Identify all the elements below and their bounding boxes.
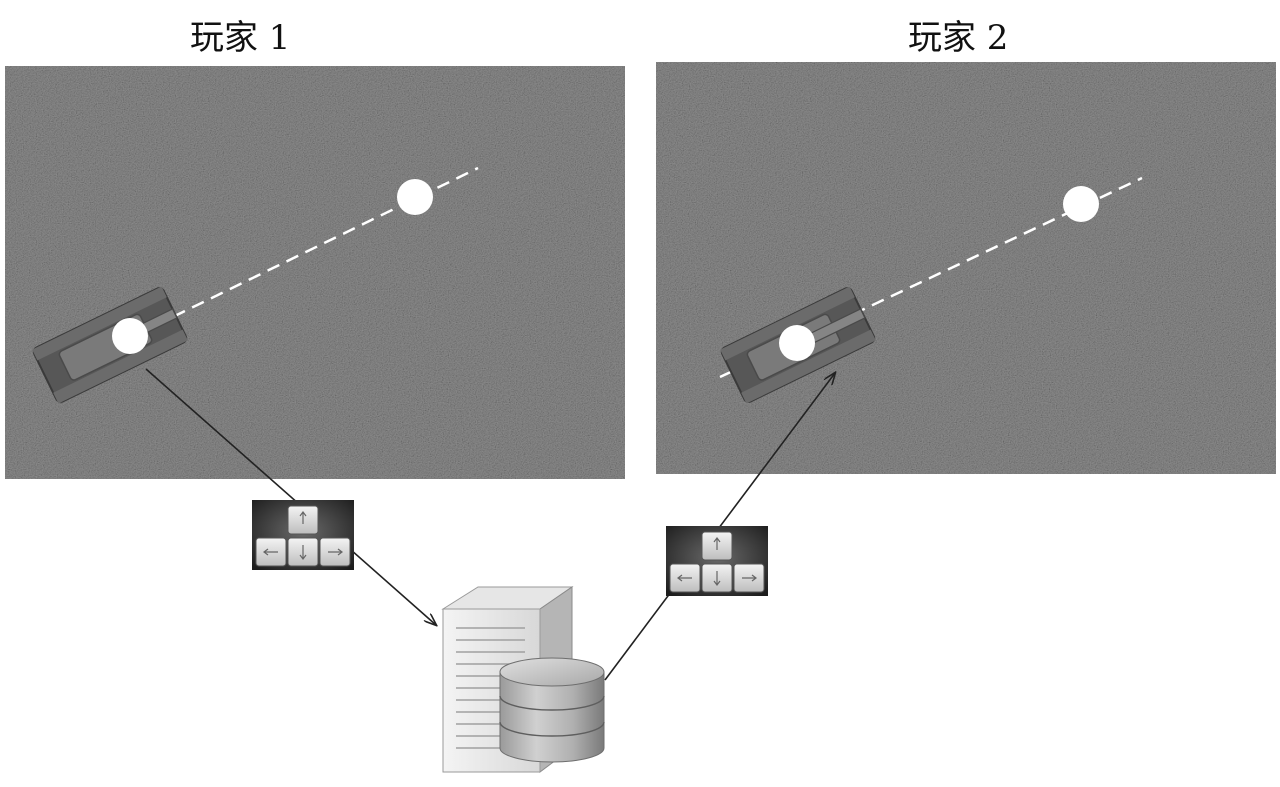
player-2-view — [656, 62, 1276, 474]
arrow-keys-icon — [666, 526, 768, 596]
player-1-view — [5, 66, 625, 479]
player-2-position-marker — [779, 325, 815, 361]
player-1-position-marker — [112, 318, 148, 354]
server-database-icon — [441, 586, 605, 773]
player-2-label: 玩家 2 — [908, 18, 1009, 58]
player-2-ground — [656, 62, 1276, 474]
player-1-ground — [5, 66, 625, 479]
player-1-target-marker — [397, 179, 433, 215]
arrow-keys-icon — [252, 500, 354, 570]
player-2-target-marker — [1063, 186, 1099, 222]
tank-icon — [32, 286, 188, 404]
input-to-server-arrow — [145, 368, 436, 625]
player-1-label: 玩家 1 — [190, 18, 291, 58]
